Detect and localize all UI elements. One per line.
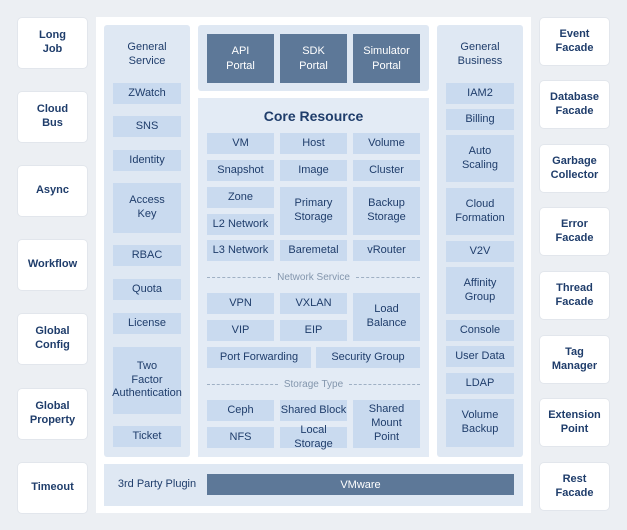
left-box-async[interactable]: Async: [18, 166, 87, 216]
general-business-item-auto-scaling: Auto Scaling: [446, 135, 514, 182]
left-box-workflow[interactable]: Workflow: [18, 240, 87, 290]
general-service-item-rbac: RBAC: [113, 245, 181, 266]
cell-local-storage: Local Storage: [280, 424, 347, 450]
right-box-garbage-collector[interactable]: Garbage Collector: [540, 145, 609, 192]
cell-shared-mount-point: Shared Mount Point: [353, 400, 420, 448]
cell-vm: VM: [207, 133, 274, 154]
cell-vpn: VPN: [207, 293, 274, 314]
general-business-item-cloud-formation: Cloud Formation: [446, 188, 514, 235]
left-box-global-config[interactable]: Global Config: [18, 314, 87, 364]
cell-l2-network: L2 Network: [207, 214, 274, 235]
cell-volume: Volume: [353, 133, 420, 154]
cell-cluster: Cluster: [353, 160, 420, 181]
cell-ceph: Ceph: [207, 400, 274, 421]
general-service-item-two-factor-authentication: Two Factor Authentication: [112, 347, 182, 414]
general-business-item-v2v: V2V: [446, 241, 514, 262]
cell-eip: EIP: [280, 320, 347, 341]
general-business-item-volume-backup: Volume Backup: [446, 399, 514, 447]
cell-security-group: Security Group: [316, 347, 420, 368]
network-service-divider: Network Service: [207, 272, 420, 283]
general-business-item-ldap: LDAP: [446, 373, 514, 394]
cell-image: Image: [280, 160, 347, 181]
cell-vrouter: vRouter: [353, 240, 420, 261]
left-box-long-job[interactable]: Long Job: [18, 18, 87, 68]
cell-zone: Zone: [207, 187, 274, 208]
cell-l3-network: L3 Network: [207, 240, 274, 261]
general-service-title: General Service: [127, 41, 167, 68]
general-service-item-identity: Identity: [113, 150, 181, 171]
general-service-item-zwatch: ZWatch: [113, 83, 181, 104]
general-business-item-iam2: IAM2: [446, 83, 514, 104]
storage-type-title: Storage Type: [283, 379, 344, 390]
cell-port-forwarding: Port Forwarding: [207, 347, 311, 368]
cell-backup-storage: Backup Storage: [353, 187, 420, 235]
general-service-item-quota: Quota: [113, 279, 181, 300]
general-business-item-user-data: User Data: [446, 346, 514, 367]
storage-type-divider: Storage Type: [207, 379, 420, 390]
simulator-portal[interactable]: Simulator Portal: [353, 34, 420, 83]
cell-host: Host: [280, 133, 347, 154]
left-box-cloud-bus[interactable]: Cloud Bus: [18, 92, 87, 142]
cell-shared-block: Shared Block: [280, 400, 347, 421]
cell-load-balance: Load Balance: [353, 293, 420, 341]
right-box-event-facade[interactable]: Event Facade: [540, 18, 609, 65]
general-business-title: General Business: [457, 41, 503, 68]
right-box-rest-facade[interactable]: Rest Facade: [540, 463, 609, 510]
cell-vxlan: VXLAN: [280, 293, 347, 314]
right-box-database-facade[interactable]: Database Facade: [540, 81, 609, 128]
right-box-tag-manager[interactable]: Tag Manager: [540, 336, 609, 383]
right-box-thread-facade[interactable]: Thread Facade: [540, 272, 609, 319]
core-resource-title: Core Resource: [263, 108, 364, 124]
vmware-plugin[interactable]: VMware: [207, 474, 514, 495]
right-box-error-facade[interactable]: Error Facade: [540, 208, 609, 255]
general-service-item-ticket: Ticket: [113, 426, 181, 447]
plugin-label: 3rd Party Plugin: [117, 478, 197, 490]
cell-snapshot: Snapshot: [207, 160, 274, 181]
general-service-item-sns: SNS: [113, 116, 181, 137]
general-service-item-license: License: [113, 313, 181, 334]
general-service-item-access-key: Access Key: [113, 183, 181, 233]
cell-primary-storage: Primary Storage: [280, 187, 347, 235]
general-business-item-affinity-group: Affinity Group: [446, 267, 514, 314]
left-box-global-property[interactable]: Global Property: [18, 389, 87, 439]
general-business-item-billing: Billing: [446, 109, 514, 130]
cell-baremetal: Baremetal: [280, 240, 347, 261]
network-service-title: Network Service: [277, 272, 350, 283]
general-business-item-console: Console: [446, 320, 514, 341]
api-portal[interactable]: API Portal: [207, 34, 274, 83]
sdk-portal[interactable]: SDK Portal: [280, 34, 347, 83]
cell-vip: VIP: [207, 320, 274, 341]
cell-nfs: NFS: [207, 427, 274, 448]
left-box-timeout[interactable]: Timeout: [18, 463, 87, 513]
right-box-extension-point[interactable]: Extension Point: [540, 399, 609, 446]
